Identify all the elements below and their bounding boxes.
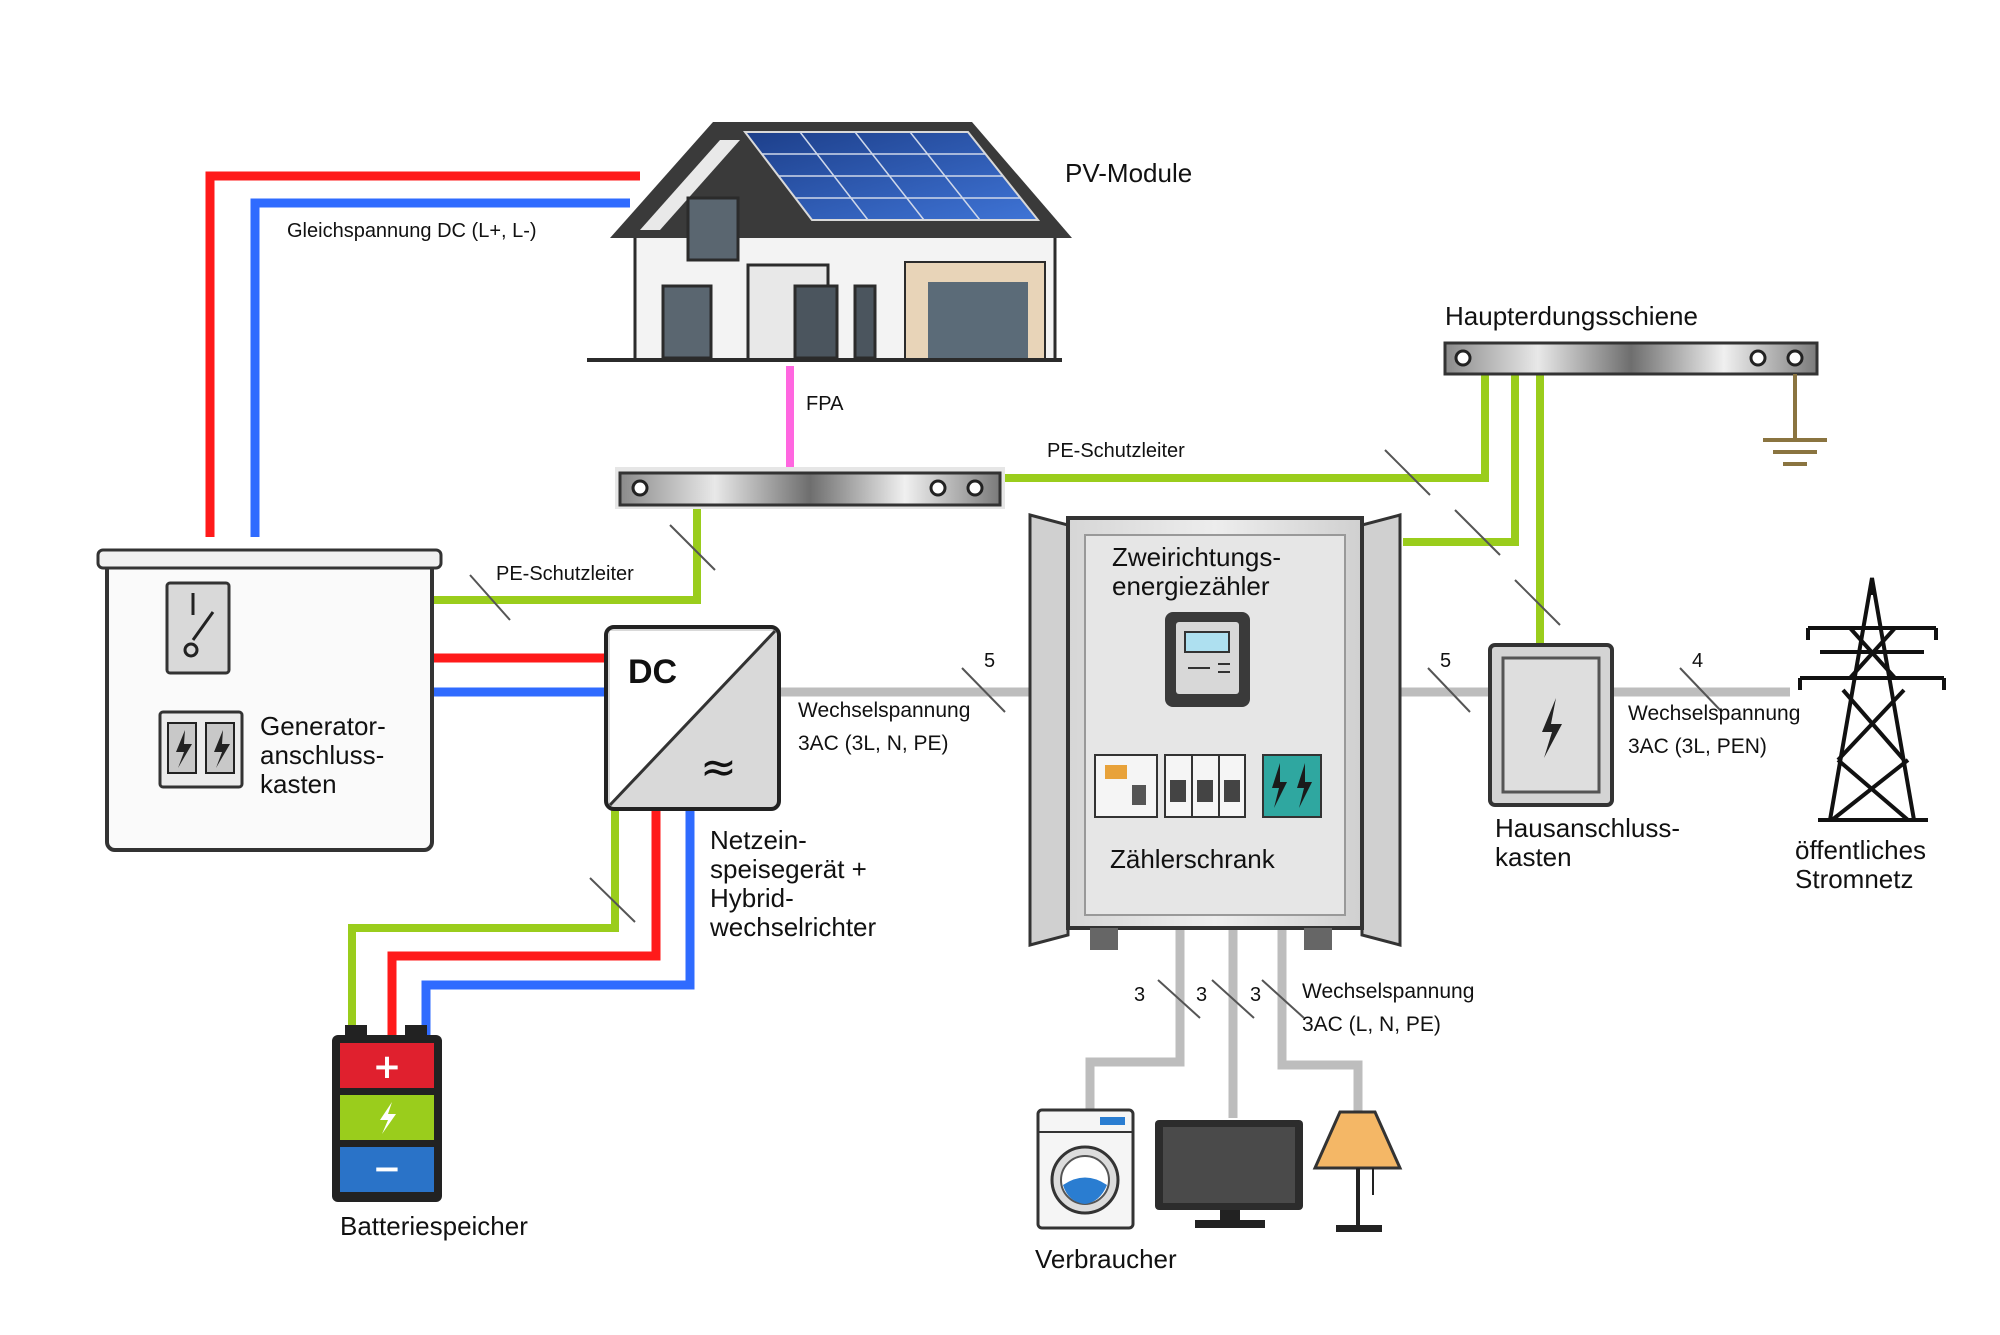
wire-count-load-3: 3 [1250, 984, 1262, 1006]
pe-slashes [469, 449, 1561, 923]
consumers-label: Verbraucher [1035, 1244, 1177, 1274]
wire-count-inverter: 5 [984, 650, 996, 672]
inverter-dc-symbol: DC [628, 653, 677, 691]
wire-count-grid: 4 [1692, 650, 1704, 672]
battery-label: Batteriespeicher [340, 1211, 528, 1241]
meter-cabinet-label: Zählerschrank [1110, 844, 1275, 874]
washing-machine-icon [1036, 1108, 1135, 1230]
wire-count-cabinet-out: 5 [1440, 650, 1452, 672]
inverter-label: Netzein- speisegerät + Hybrid- wechselri… [710, 825, 877, 942]
circuit-breaker-icon [1094, 754, 1322, 818]
inverter-icon [604, 625, 781, 811]
pe-lines [348, 372, 1544, 1037]
battery-lines [387, 808, 695, 1037]
ac-lines [780, 687, 1790, 1118]
main-earth-bar-label: Haupterdungsschiene [1445, 301, 1698, 331]
main-earth-bar [1443, 341, 1819, 376]
meter-cabinet [1028, 513, 1402, 950]
pylon-icon [1798, 577, 1946, 822]
pe-top-label: PE-Schutzleiter [1047, 440, 1185, 462]
pe-bar [615, 467, 1005, 509]
ac-grid-label: Wechselspannung 3AC (3L, PEN) [1628, 702, 1801, 758]
fpa-label: FPA [806, 393, 844, 415]
battery-icon [332, 1025, 442, 1202]
ac-inverter-label: Wechselspannung 3AC (3L, N, PE) [798, 699, 971, 755]
generator-box [96, 548, 443, 852]
ground-icon [1763, 374, 1827, 466]
switch-icon [165, 581, 231, 675]
battery-plus: + [373, 1047, 402, 1087]
wire-count-load-1: 3 [1134, 984, 1146, 1006]
generator-box-label: Generator- anschluss- kasten [260, 711, 386, 799]
dc-lines-inverter [433, 653, 605, 697]
ac-loads-label: Wechselspannung 3AC (L, N, PE) [1302, 980, 1475, 1036]
house-with-pv-icon [587, 122, 1072, 362]
public-grid-label: öffentliches Stromnetz [1795, 835, 1927, 894]
house-connection-label: Hausanschluss- kasten [1495, 813, 1680, 872]
wire-count-load-2: 3 [1196, 984, 1208, 1006]
battery-minus: − [373, 1149, 402, 1189]
inverter-ac-symbol: ≈ [700, 742, 737, 793]
meter-label: Zweirichtungs- energiezähler [1112, 542, 1282, 601]
fuse-icon [158, 710, 244, 789]
dc-lines-pv [205, 171, 640, 537]
monitor-icon [1155, 1120, 1303, 1228]
pe-left-label: PE-Schutzleiter [496, 563, 634, 585]
lamp-icon [1312, 1110, 1403, 1232]
meter-icon [1165, 612, 1250, 707]
lightning-icon [1542, 698, 1562, 758]
ac-slashes [961, 667, 1723, 1019]
pv-modules-label: PV-Module [1065, 158, 1192, 188]
dc-voltage-label: Gleichspannung DC (L+, L-) [287, 220, 537, 242]
